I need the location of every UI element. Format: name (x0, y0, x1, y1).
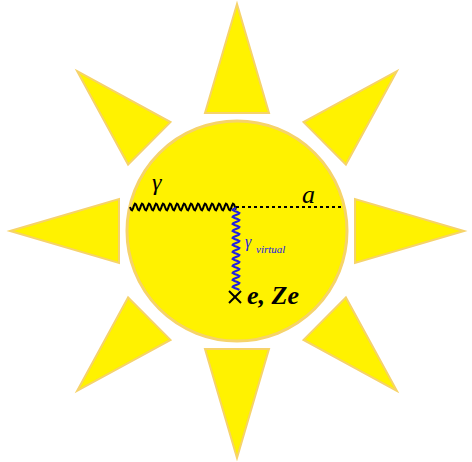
virtual-photon-line (233, 208, 240, 290)
charge-cross (229, 291, 241, 303)
photon-line (130, 204, 236, 211)
sun-ray (205, 4, 269, 113)
virtual-subscript: virtual (256, 244, 285, 255)
axion-label: a (302, 182, 315, 208)
sun-ray (77, 71, 170, 164)
photon-label: γ (152, 170, 161, 194)
sun-ray (304, 71, 397, 164)
sun-ray (10, 199, 119, 263)
virtual-photon-symbol: γ (245, 234, 251, 250)
sun-ray (304, 298, 397, 391)
sun-ray (355, 199, 464, 263)
sun-disc (127, 121, 347, 341)
sun-rays (10, 4, 464, 458)
charge-label: e, Ze (247, 283, 299, 309)
axion-line (236, 206, 343, 208)
sun-ray (205, 349, 269, 458)
sun-ray (77, 298, 170, 391)
